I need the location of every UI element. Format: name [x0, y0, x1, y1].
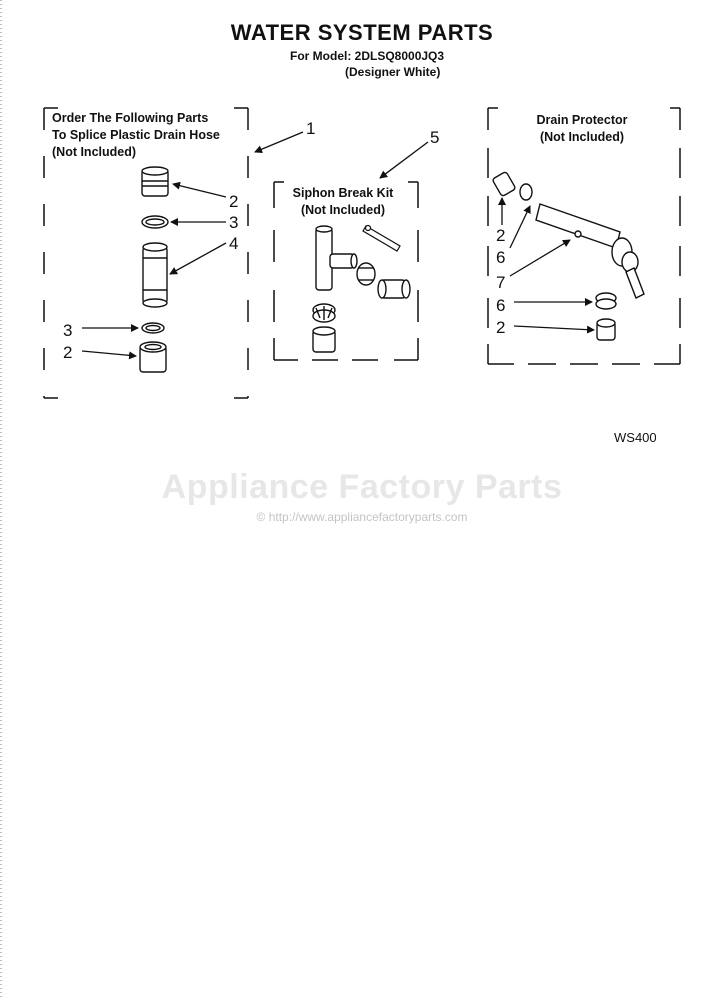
callout-right-2-bottom: 2 [496, 318, 506, 337]
model-line: For Model: 2DLSQ8000JQ3 [290, 49, 445, 63]
clamp-ring-top-part [141, 215, 169, 229]
drain-group-label: Drain Protector (Not Included) [494, 112, 670, 146]
siphon-label-line: (Not Included) [300, 203, 385, 217]
callout-right-7: 7 [496, 273, 506, 292]
callout-1-arrow [254, 131, 304, 153]
callout-left-3-bottom: 3 [63, 321, 73, 340]
page-title: WATER SYSTEM PARTS [230, 20, 494, 45]
siphon-cap-part [312, 326, 336, 353]
siphon-nut-part [356, 262, 376, 286]
drain-ring-part [595, 292, 617, 310]
arrow-left-2-top [172, 181, 227, 198]
coupling-top-part [141, 166, 169, 197]
callout-5-arrow [379, 141, 429, 179]
drain-cap-part [596, 318, 616, 341]
splice-group-label: Order The Following Parts To Splice Plas… [52, 110, 220, 161]
connector-tube-part [142, 242, 168, 308]
drain-protector-body-part [535, 203, 645, 299]
siphon-tee-part [315, 225, 358, 291]
drain-coupling-part [492, 171, 533, 201]
callout-right-6-top: 6 [496, 248, 506, 267]
siphon-ring-part [312, 303, 336, 323]
splice-group-bracket [43, 108, 249, 398]
siphon-tube-part [362, 224, 401, 252]
siphon-elbow-part [377, 279, 411, 299]
siphon-group-label: Siphon Break Kit (Not Included) [272, 185, 414, 219]
splice-label-line: Order The Following Parts [52, 111, 209, 125]
drain-group-bracket [487, 107, 681, 365]
drain-label-line: Drain Protector [536, 113, 628, 127]
watermark-text: Appliance Factory Parts [161, 468, 563, 506]
callout-left-2-top: 2 [229, 192, 239, 211]
callout-5: 5 [430, 128, 440, 147]
arrow-left-4 [169, 242, 227, 275]
callout-left-2-bottom: 2 [63, 343, 73, 362]
arrow-right-6-top [509, 205, 531, 249]
clamp-ring-bottom-part [141, 322, 165, 334]
siphon-label-line: Siphon Break Kit [292, 186, 394, 200]
coupling-bottom-part [139, 341, 167, 373]
left-edge-dotted-line [0, 0, 2, 1000]
drain-label-line: (Not Included) [539, 130, 624, 144]
callout-right-2-top: 2 [496, 226, 506, 245]
watermark-url: © http://www.appliancefactoryparts.com [256, 510, 468, 524]
splice-label-line: (Not Included) [52, 145, 137, 159]
callout-left-4: 4 [229, 234, 239, 253]
color-line: (Designer White) [345, 65, 441, 79]
arrow-right-7 [509, 239, 571, 277]
arrow-right-2-bottom [513, 325, 595, 334]
splice-label-line: To Splice Plastic Drain Hose [52, 128, 220, 142]
callout-1: 1 [306, 119, 316, 138]
callout-left-3-top: 3 [229, 213, 239, 232]
splice-group-corners [44, 107, 248, 399]
arrow-left-2-bottom [81, 350, 137, 360]
siphon-group-bracket [273, 181, 419, 361]
callout-right-6-bottom: 6 [496, 296, 506, 315]
figure-code: WS400 [614, 430, 657, 445]
